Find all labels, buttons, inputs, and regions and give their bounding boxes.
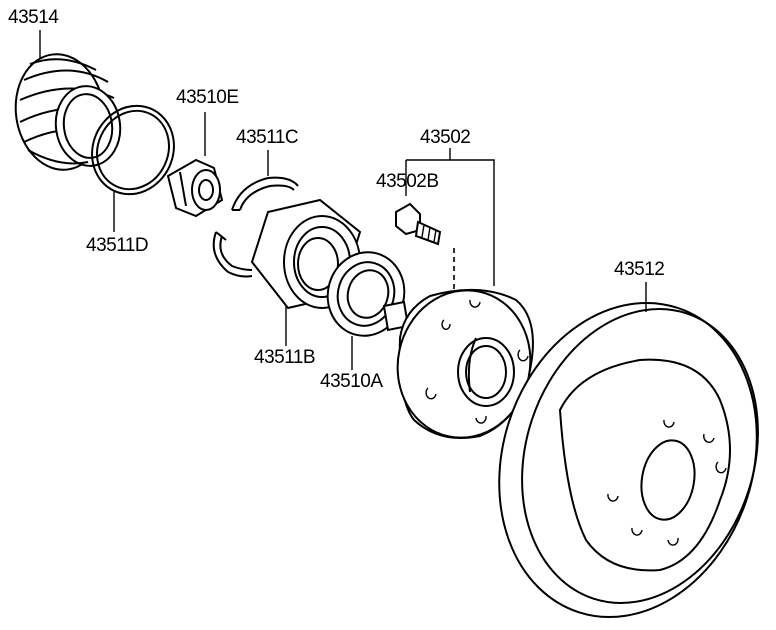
part-43510E-nut — [166, 158, 224, 218]
label-43511D: 43511D — [86, 235, 149, 256]
label-43510A: 43510A — [320, 371, 383, 392]
label-43511B: 43511B — [254, 347, 316, 368]
bracket-43502 — [406, 159, 495, 286]
part-43502B-hub-bolt — [395, 202, 442, 246]
part-43512-brake-disc — [498, 302, 759, 618]
label-43512: 43512 — [614, 259, 665, 280]
label-43502: 43502 — [420, 127, 471, 148]
label-43510E: 43510E — [176, 87, 239, 108]
part-43511D-snap-ring — [91, 104, 175, 196]
part-43511C-clip — [212, 176, 299, 278]
label-43502B: 43502B — [376, 171, 439, 192]
label-43514: 43514 — [8, 7, 59, 28]
label-43511C: 43511C — [236, 127, 299, 148]
part-43514-dust-cover — [14, 53, 122, 171]
